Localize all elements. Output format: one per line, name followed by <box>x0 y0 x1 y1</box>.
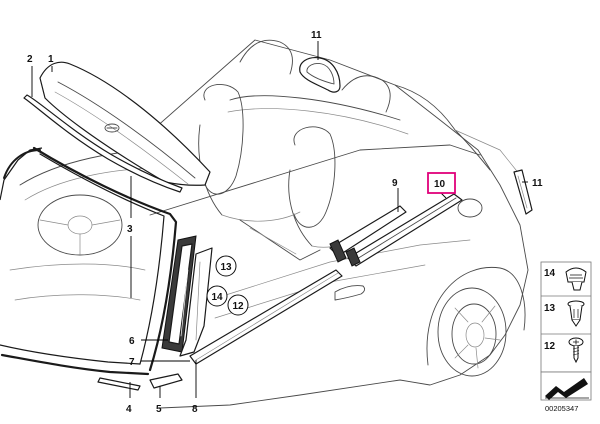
part-windscreen-header-panel <box>39 61 211 186</box>
callout-9: 9 <box>392 178 398 189</box>
legend-number-0: 14 <box>544 268 556 279</box>
drawing-number: 00205347 <box>545 404 578 413</box>
callout-8: 8 <box>192 404 198 415</box>
part-seal-side <box>513 169 533 215</box>
part-sill-trim-strip <box>189 269 343 365</box>
callout-labels: 1 2 3 4 5 6 7 8 9 11 11 10 <box>27 30 543 415</box>
callout-11-top: 11 <box>311 30 322 41</box>
part-window-shaft-seal-inner <box>329 205 407 263</box>
callout-6: 6 <box>129 336 135 347</box>
part-a-pillar-cover <box>179 247 213 357</box>
callout-3: 3 <box>127 224 133 235</box>
callout-1: 1 <box>48 54 54 65</box>
circled-fastener-labels: 13 14 12 <box>206 255 249 316</box>
circled-label-a: 13 <box>220 262 232 273</box>
legend-number-2: 12 <box>544 341 556 352</box>
circled-label-c: 12 <box>232 301 244 312</box>
callout-7: 7 <box>129 357 135 368</box>
callout-2: 2 <box>27 54 33 65</box>
part-header-seal-strip <box>23 94 183 193</box>
part-lower-windscreen-seal <box>97 377 141 391</box>
part-window-shaft-seal-outer <box>345 193 463 267</box>
callout-11-right: 11 <box>532 178 543 189</box>
car-body-outline <box>129 39 529 409</box>
trim-clip-icon <box>565 267 587 291</box>
legend-number-1: 13 <box>544 303 556 314</box>
part-seal-ring-top <box>299 57 341 93</box>
callout-5: 5 <box>156 404 162 415</box>
direction-arrow-icon <box>540 371 592 401</box>
screw-icon <box>568 337 584 364</box>
leader-lines <box>31 41 528 398</box>
callout-4: 4 <box>126 404 132 415</box>
circled-label-b: 14 <box>211 292 223 303</box>
callout-10: 10 <box>434 179 446 190</box>
expanding-rivet-icon <box>567 300 585 327</box>
part-a-pillar-trim <box>161 235 197 353</box>
fastener-legend: 14 13 12 00205347 <box>540 261 592 413</box>
callout-10-highlight-box <box>427 172 456 194</box>
part-small-trim-piece <box>149 373 183 389</box>
part-windscreen-frame <box>0 146 178 376</box>
